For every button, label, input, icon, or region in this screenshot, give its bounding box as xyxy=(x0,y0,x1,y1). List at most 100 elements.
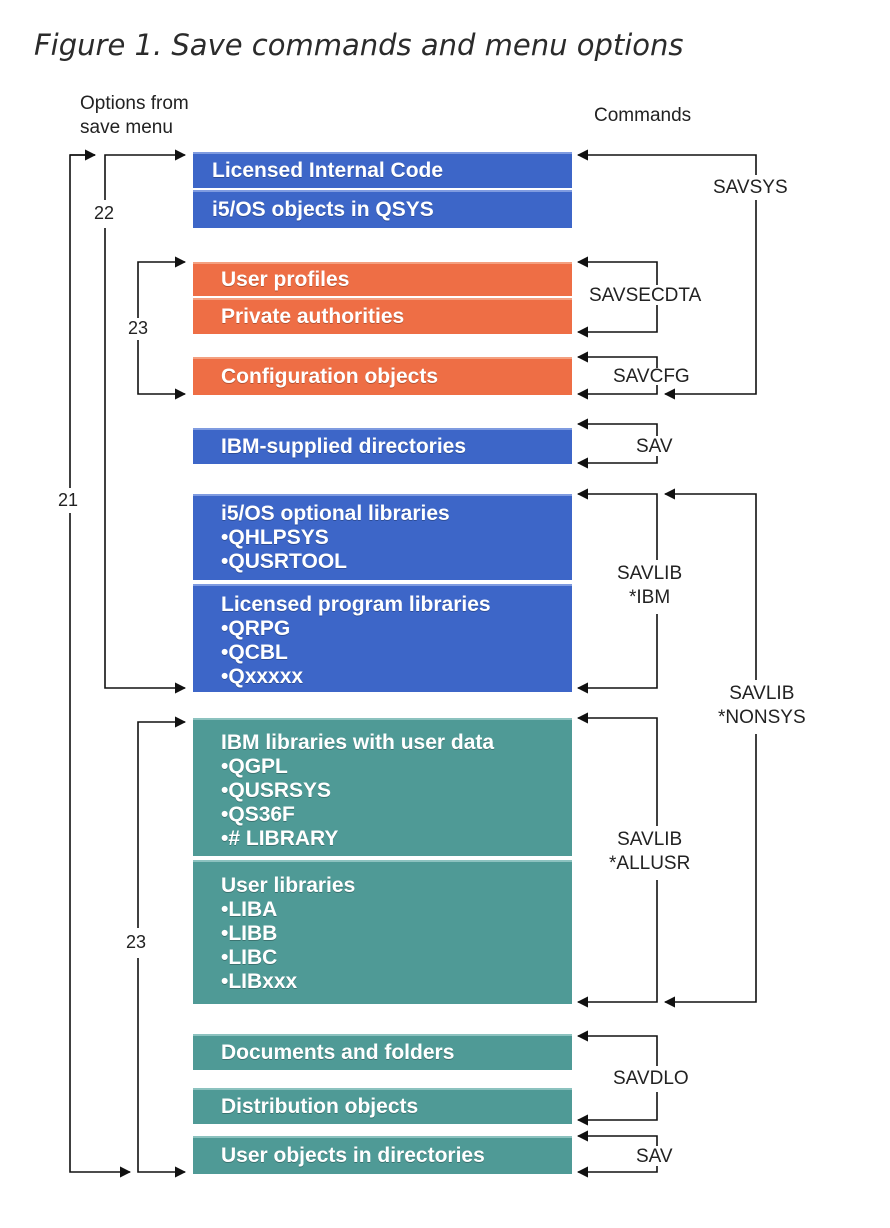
box-label: i5/OS objects in QSYS xyxy=(212,198,434,221)
options-header-line2: save menu xyxy=(80,117,173,138)
box-label: IBM-supplied directories xyxy=(221,435,467,458)
options-header-line1: Options from xyxy=(80,93,189,114)
box-documents-folders: Documents and folders xyxy=(193,1034,572,1070)
box-heading: IBM libraries with user data xyxy=(221,731,495,754)
savsecdta-top xyxy=(576,256,658,285)
cmd-line: SAVLIB xyxy=(729,683,795,704)
bullet: • xyxy=(221,827,229,850)
bullet: • xyxy=(221,526,229,549)
cmd-line: *IBM xyxy=(628,587,671,608)
box-label: User objects in directories xyxy=(221,1144,485,1167)
opt22-bracket xyxy=(104,149,187,200)
savlib-ibm-top xyxy=(576,488,658,560)
savlib-nonsys-top xyxy=(663,488,757,680)
savsys-bottom xyxy=(663,200,757,400)
bullet: • xyxy=(221,550,229,573)
list-item: •Qxxxxx xyxy=(221,665,572,689)
box-label: User profiles xyxy=(221,268,350,291)
box-configuration-objects: Configuration objects xyxy=(193,357,572,395)
bullet: • xyxy=(221,946,229,969)
option-23-user: 23 xyxy=(126,932,147,953)
option-21: 21 xyxy=(58,488,79,513)
commands-header: Commands xyxy=(594,105,692,126)
list-item-text: QHLPSYS xyxy=(228,526,329,549)
cmd-line: SAVLIB xyxy=(617,563,683,584)
opt23a-bottom xyxy=(137,340,187,400)
list-item-text: QCBL xyxy=(228,641,288,664)
savlib-allusr-bottom xyxy=(576,880,658,1008)
cmd-sav-1: SAV xyxy=(636,436,673,457)
list-item-text: LIBB xyxy=(228,922,278,945)
savdlo-bottom xyxy=(576,1092,658,1126)
list-item: •QS36F xyxy=(221,803,572,827)
savdlo-top xyxy=(576,1030,658,1066)
box-heading: User libraries xyxy=(221,874,356,897)
list-item-text: QS36F xyxy=(228,803,295,826)
cmd-savlib-allusr: SAVLIB *ALLUSR xyxy=(609,828,690,876)
box-licensed-internal-code: Licensed Internal Code xyxy=(193,152,572,188)
savlib-allusr-top xyxy=(576,712,658,826)
cmd-savlib-ibm: SAVLIB *IBM xyxy=(617,562,682,610)
list-item-text: QUSRTOOL xyxy=(228,550,347,573)
box-private-authorities: Private authorities xyxy=(193,298,572,334)
sav1-bottom xyxy=(576,456,658,469)
cmd-savcfg: SAVCFG xyxy=(613,366,690,387)
box-optional-libraries: i5/OS optional libraries •QHLPSYS •QUSRT… xyxy=(193,494,572,580)
box-ibm-supplied-directories: IBM-supplied directories xyxy=(193,428,572,464)
bullet: • xyxy=(221,803,229,826)
list-item-text: QUSRSYS xyxy=(228,779,332,802)
list-item: •LIBB xyxy=(221,922,572,946)
list-item: •QUSRSYS xyxy=(221,779,572,803)
list-item-text: LIBC xyxy=(228,946,278,969)
savsys-top xyxy=(576,149,757,175)
list-item: •QUSRTOOL xyxy=(221,550,572,574)
cmd-line: *NONSYS xyxy=(718,707,806,728)
savcfg-bottom xyxy=(576,385,658,400)
bullet: • xyxy=(221,617,229,640)
cmd-savlib-nonsys: SAVLIB *NONSYS xyxy=(718,682,806,730)
box-label: Configuration objects xyxy=(221,365,438,388)
opt22-bottom xyxy=(104,228,187,694)
bullet: • xyxy=(221,922,229,945)
list-item: •QCBL xyxy=(221,641,572,665)
list-item: •QHLPSYS xyxy=(221,526,572,550)
box-distribution-objects: Distribution objects xyxy=(193,1088,572,1124)
box-licensed-program-libraries: Licensed program libraries •QRPG •QCBL •… xyxy=(193,584,572,692)
box-qsys-objects: i5/OS objects in QSYS xyxy=(193,190,572,228)
list-item-text: LIBA xyxy=(228,898,278,921)
sav1-top xyxy=(576,418,658,436)
bullet: • xyxy=(221,641,229,664)
list-item-text: LIBxxx xyxy=(228,970,298,993)
options-header: Options from save menu xyxy=(80,92,189,140)
opt23b-bottom xyxy=(137,958,187,1178)
opt21-bracket xyxy=(69,154,132,1178)
cmd-savsecdta: SAVSECDTA xyxy=(589,285,702,306)
list-item: •LIBC xyxy=(221,946,572,970)
box-label: Documents and folders xyxy=(221,1041,455,1064)
list-item: •QGPL xyxy=(221,755,572,779)
option-22: 22 xyxy=(94,203,115,224)
bullet: • xyxy=(221,665,229,688)
list-item: •LIBxxx xyxy=(221,970,572,994)
list-item-text: Qxxxxx xyxy=(228,665,304,688)
opt23a-top xyxy=(137,256,187,318)
opt23b-top xyxy=(137,716,187,928)
list-item: •QRPG xyxy=(221,617,572,641)
box-heading: Licensed program libraries xyxy=(221,593,491,616)
box-heading: i5/OS optional libraries xyxy=(221,502,450,525)
cmd-sav-2: SAV xyxy=(636,1146,673,1167)
box-ibm-libraries-user-data: IBM libraries with user data •QGPL •QUSR… xyxy=(193,718,572,856)
figure-caption: Figure 1. Save commands and menu options xyxy=(34,28,684,62)
cmd-savdlo: SAVDLO xyxy=(613,1068,689,1089)
list-item: •# LIBRARY xyxy=(221,827,572,851)
list-item: •LIBA xyxy=(221,898,572,922)
box-label: Licensed Internal Code xyxy=(212,159,444,182)
box-user-objects-directories: User objects in directories xyxy=(193,1136,572,1174)
list-item-text: # LIBRARY xyxy=(228,827,339,850)
sav2-top xyxy=(576,1130,658,1146)
savlib-nonsys-bottom xyxy=(663,734,757,1008)
bullet: • xyxy=(221,898,229,921)
cmd-line: SAVLIB xyxy=(617,829,683,850)
bullet: • xyxy=(221,970,229,993)
